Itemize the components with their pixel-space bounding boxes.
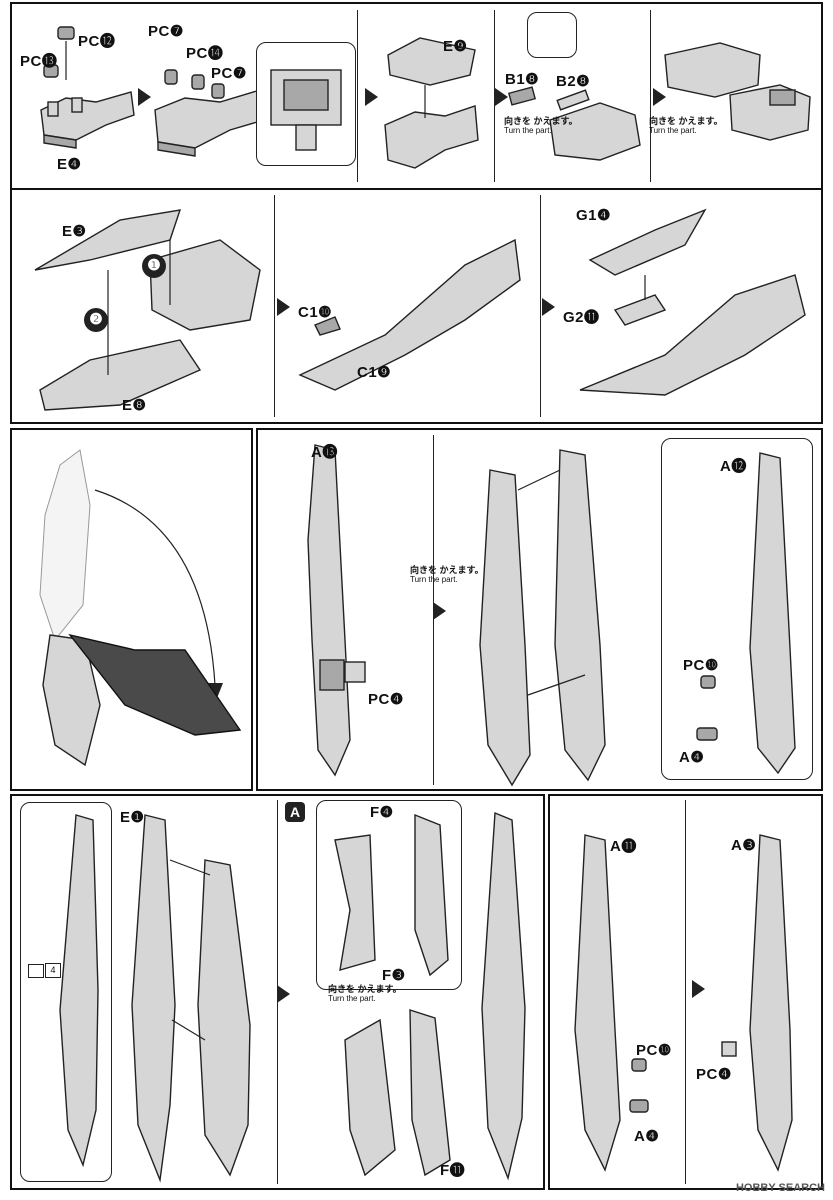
part-pc10-a4	[629, 1058, 649, 1113]
label-a11: A⓫	[610, 838, 637, 855]
divider	[494, 10, 495, 182]
part-pc4-cap	[344, 661, 366, 683]
turn-part-note: 向きを かえます。Turn the part.	[504, 116, 578, 136]
label-b28: B2❽	[556, 73, 591, 90]
parts-f-assembly	[344, 1009, 451, 1177]
part-a13	[307, 444, 351, 777]
part-pc10-a4	[696, 675, 718, 741]
step-number-2: ❷	[84, 308, 108, 332]
label-a13: A⓭	[311, 444, 338, 461]
parts-c1-assembly	[298, 238, 521, 391]
step-arrow	[138, 88, 151, 106]
small-number-box: 4	[45, 963, 61, 978]
detail-part-front	[270, 69, 342, 151]
label-f11: F⓫	[440, 1162, 466, 1179]
divider	[274, 195, 275, 417]
label-pc10: PC❿	[636, 1042, 672, 1059]
label-pc4: PC❹	[696, 1066, 732, 1083]
label-b18: B1❽	[505, 71, 540, 88]
part-a12	[749, 452, 796, 775]
label-f4: F❹	[370, 804, 394, 821]
label-e9: E❾	[443, 38, 468, 55]
marker-icon	[28, 964, 44, 978]
step-arrow	[277, 985, 290, 1003]
label-a4: A❹	[634, 1128, 660, 1145]
label-f3: F❸	[382, 967, 406, 984]
label-pc14: PC⓮	[186, 45, 224, 62]
label-e8: E❽	[122, 397, 147, 414]
label-e3: E❸	[62, 223, 87, 240]
step-arrow	[433, 602, 446, 620]
step-arrow	[653, 88, 666, 106]
part-a11	[574, 834, 621, 1172]
divider	[357, 10, 358, 182]
label-pc10: PC❿	[683, 657, 719, 674]
parts-pc-assembly	[154, 69, 265, 157]
part-e-final	[481, 811, 526, 1181]
parts-f3-f4	[334, 813, 449, 977]
parts-g-assembly	[579, 208, 806, 396]
divider	[685, 800, 686, 1184]
marker-a: A	[285, 802, 305, 822]
label-a12: A⓬	[720, 458, 747, 475]
parts-e9-assembly	[384, 37, 479, 169]
label-c110: C1❿	[298, 304, 333, 321]
label-pc4: PC❹	[368, 691, 404, 708]
fold-rotation-illustration	[39, 449, 242, 767]
label-c19: C1❾	[357, 364, 392, 381]
detail-callout	[527, 12, 577, 58]
step-arrow	[692, 980, 705, 998]
turn-part-note: 向きを かえます。Turn the part.	[410, 565, 484, 585]
parts-e3-e8-assembly	[34, 209, 261, 411]
parts-assembled-result	[664, 42, 811, 141]
label-g211: G2⓫	[563, 309, 600, 326]
turn-part-note: 向きを かえます。Turn the part.	[328, 984, 402, 1004]
divider	[650, 10, 651, 182]
part-a3	[749, 834, 793, 1172]
divider	[540, 195, 541, 417]
turn-part-note: 向きを かえます。Turn the part.	[649, 116, 723, 136]
step-number-1: ❶	[142, 254, 166, 278]
label-pc13: PC⓭	[20, 53, 58, 70]
label-pc7: PC❼	[148, 23, 184, 40]
part-a-inner	[479, 449, 606, 787]
watermark: HOBBY SEARCH	[735, 1182, 825, 1194]
part-pc4-cap	[721, 1041, 737, 1057]
label-a3: A❸	[731, 837, 757, 854]
label-a4: A❹	[679, 749, 705, 766]
step-arrow	[542, 298, 555, 316]
part-e1-side	[59, 814, 99, 1168]
step-arrow	[365, 88, 378, 106]
part-e1-assembly	[131, 814, 251, 1183]
label-pc12: PC⓬	[78, 33, 116, 50]
step-arrow	[495, 88, 508, 106]
label-e4: E❹	[57, 156, 82, 173]
step-arrow	[277, 298, 290, 316]
parts-e4-assembly	[40, 91, 135, 149]
parts-b-assembly	[507, 86, 641, 161]
label-e1: E❶	[120, 809, 145, 826]
parts-pc-caps	[43, 26, 75, 80]
label-pc7: PC❼	[211, 65, 247, 82]
label-g14: G1❹	[576, 207, 611, 224]
